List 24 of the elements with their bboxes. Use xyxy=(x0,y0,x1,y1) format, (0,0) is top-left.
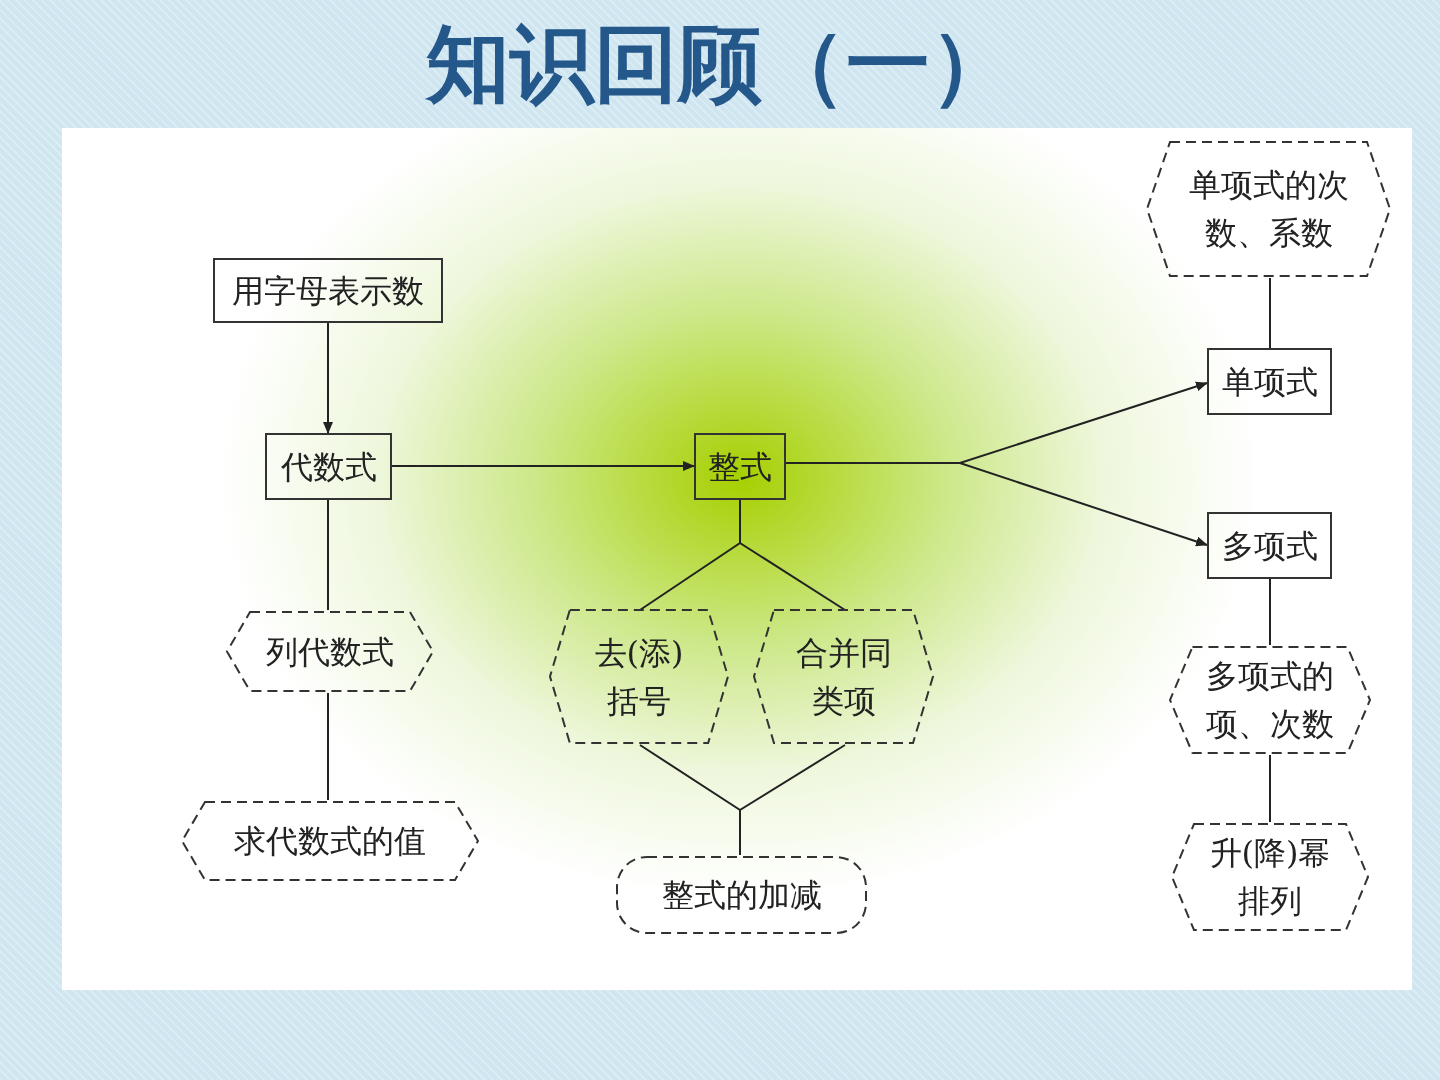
connector-line xyxy=(1269,754,1271,823)
connector-line xyxy=(327,692,329,801)
connector-line xyxy=(739,744,846,856)
arrow xyxy=(391,461,695,471)
concept-box: 用字母表示数 xyxy=(213,258,443,323)
connector-line xyxy=(1269,277,1271,349)
concept-box: 整式 xyxy=(694,433,786,500)
title: 知识回顾（一） xyxy=(426,14,1014,115)
dashed-hexagon: 升(降)幂排列 xyxy=(1170,822,1370,932)
arrow xyxy=(785,462,1208,547)
dashed-hexagon: 求代数式的值 xyxy=(180,800,480,882)
connector-line xyxy=(327,499,329,611)
connector-line xyxy=(1269,577,1271,646)
dashed-hexagon: 多项式的项、次数 xyxy=(1168,645,1372,755)
arrow xyxy=(323,322,333,434)
connector-line xyxy=(739,499,846,611)
dashed-hexagon: 合并同类项 xyxy=(752,608,935,745)
concept-box: 多项式 xyxy=(1207,512,1332,579)
dashed-rounded-box: 整式的加减 xyxy=(615,855,868,935)
dashed-hexagon: 列代数式 xyxy=(225,610,435,693)
dashed-hexagon: 去(添)括号 xyxy=(548,608,730,745)
dashed-hexagon: 单项式的次数、系数 xyxy=(1145,140,1392,278)
concept-box: 单项式 xyxy=(1207,348,1332,415)
concept-box: 代数式 xyxy=(265,433,392,500)
